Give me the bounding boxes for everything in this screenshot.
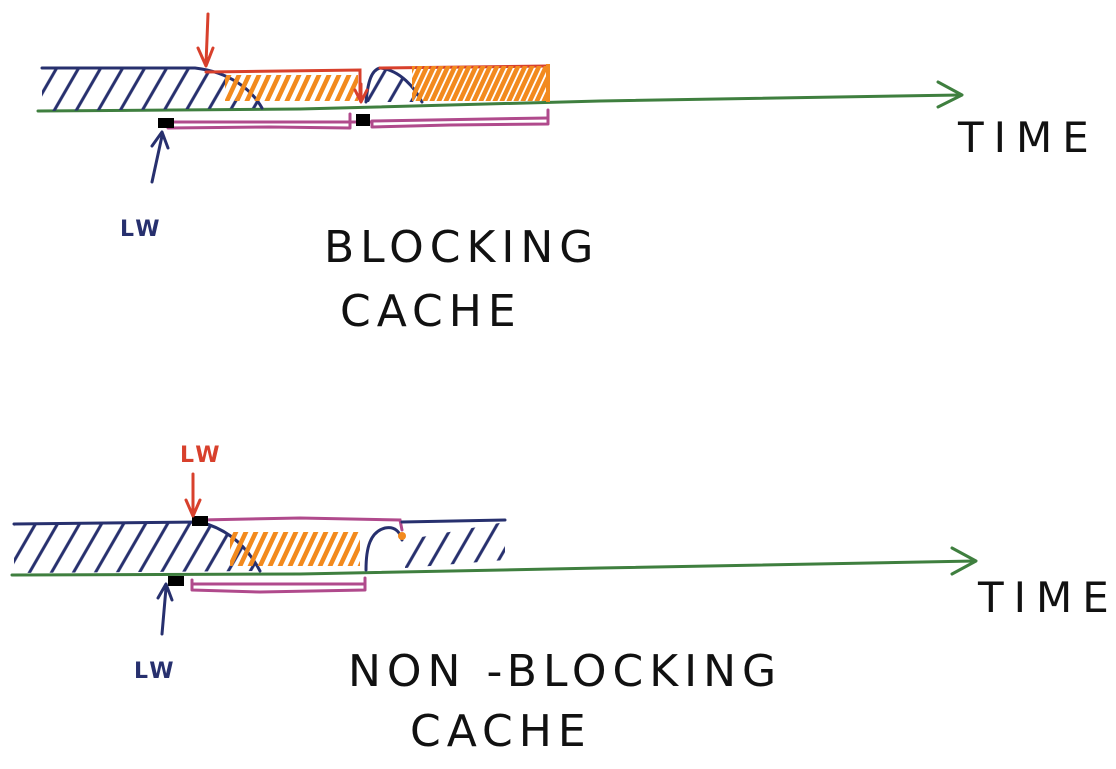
time-label-bottom: TIME (977, 573, 1116, 622)
stall-region-top-2 (412, 66, 548, 101)
memory-bar-bottom (190, 576, 367, 594)
red-arrow-bottom (184, 472, 202, 518)
nonblocking-title-line1: NON -BLOCKING (348, 646, 782, 697)
load-event-marker-top-2 (356, 114, 370, 126)
memory-bar-top-fill (166, 116, 550, 124)
orange-dot-bottom (398, 532, 406, 540)
lw-label-bottom-red: LW (180, 443, 223, 468)
time-axis-bottom-arrowhead (950, 546, 978, 576)
red-arrow-top-2 (353, 82, 369, 104)
time-axis-top-arrowhead (936, 80, 964, 109)
time-label-top: TIME (957, 113, 1099, 162)
lw-label-top-blue: LW (120, 217, 163, 242)
compute-region-bottom-2 (405, 522, 505, 568)
blocking-title-line2: CACHE (340, 286, 522, 337)
stall-region-bottom (230, 532, 360, 566)
nonblocking-cache-timeline: LW LW TIME NON -BLOCKING CACHE (10, 443, 1116, 757)
blue-arrow-bottom (156, 582, 174, 636)
stall-region-top-1 (225, 75, 358, 101)
load-event-marker-bottom-2 (168, 576, 184, 586)
blue-arrow-top (150, 130, 170, 184)
compute-bump-top (366, 68, 422, 102)
time-axis-bottom (10, 559, 977, 577)
load-event-marker-top-1 (158, 118, 174, 128)
time-axis-top (36, 93, 962, 113)
compute-region-top (42, 68, 262, 111)
red-arrow-top-1 (196, 12, 215, 68)
lw-label-bottom-blue: LW (134, 659, 177, 684)
nonblocking-title-line2: CACHE (410, 706, 592, 757)
blocking-title-line1: BLOCKING (324, 222, 599, 273)
compute-region-bottom (14, 522, 260, 573)
blocking-cache-timeline: LW TIME BLOCKING CACHE (36, 12, 1099, 337)
load-event-marker-bottom-1 (192, 516, 208, 526)
memory-bracket-bottom-top (198, 516, 404, 532)
